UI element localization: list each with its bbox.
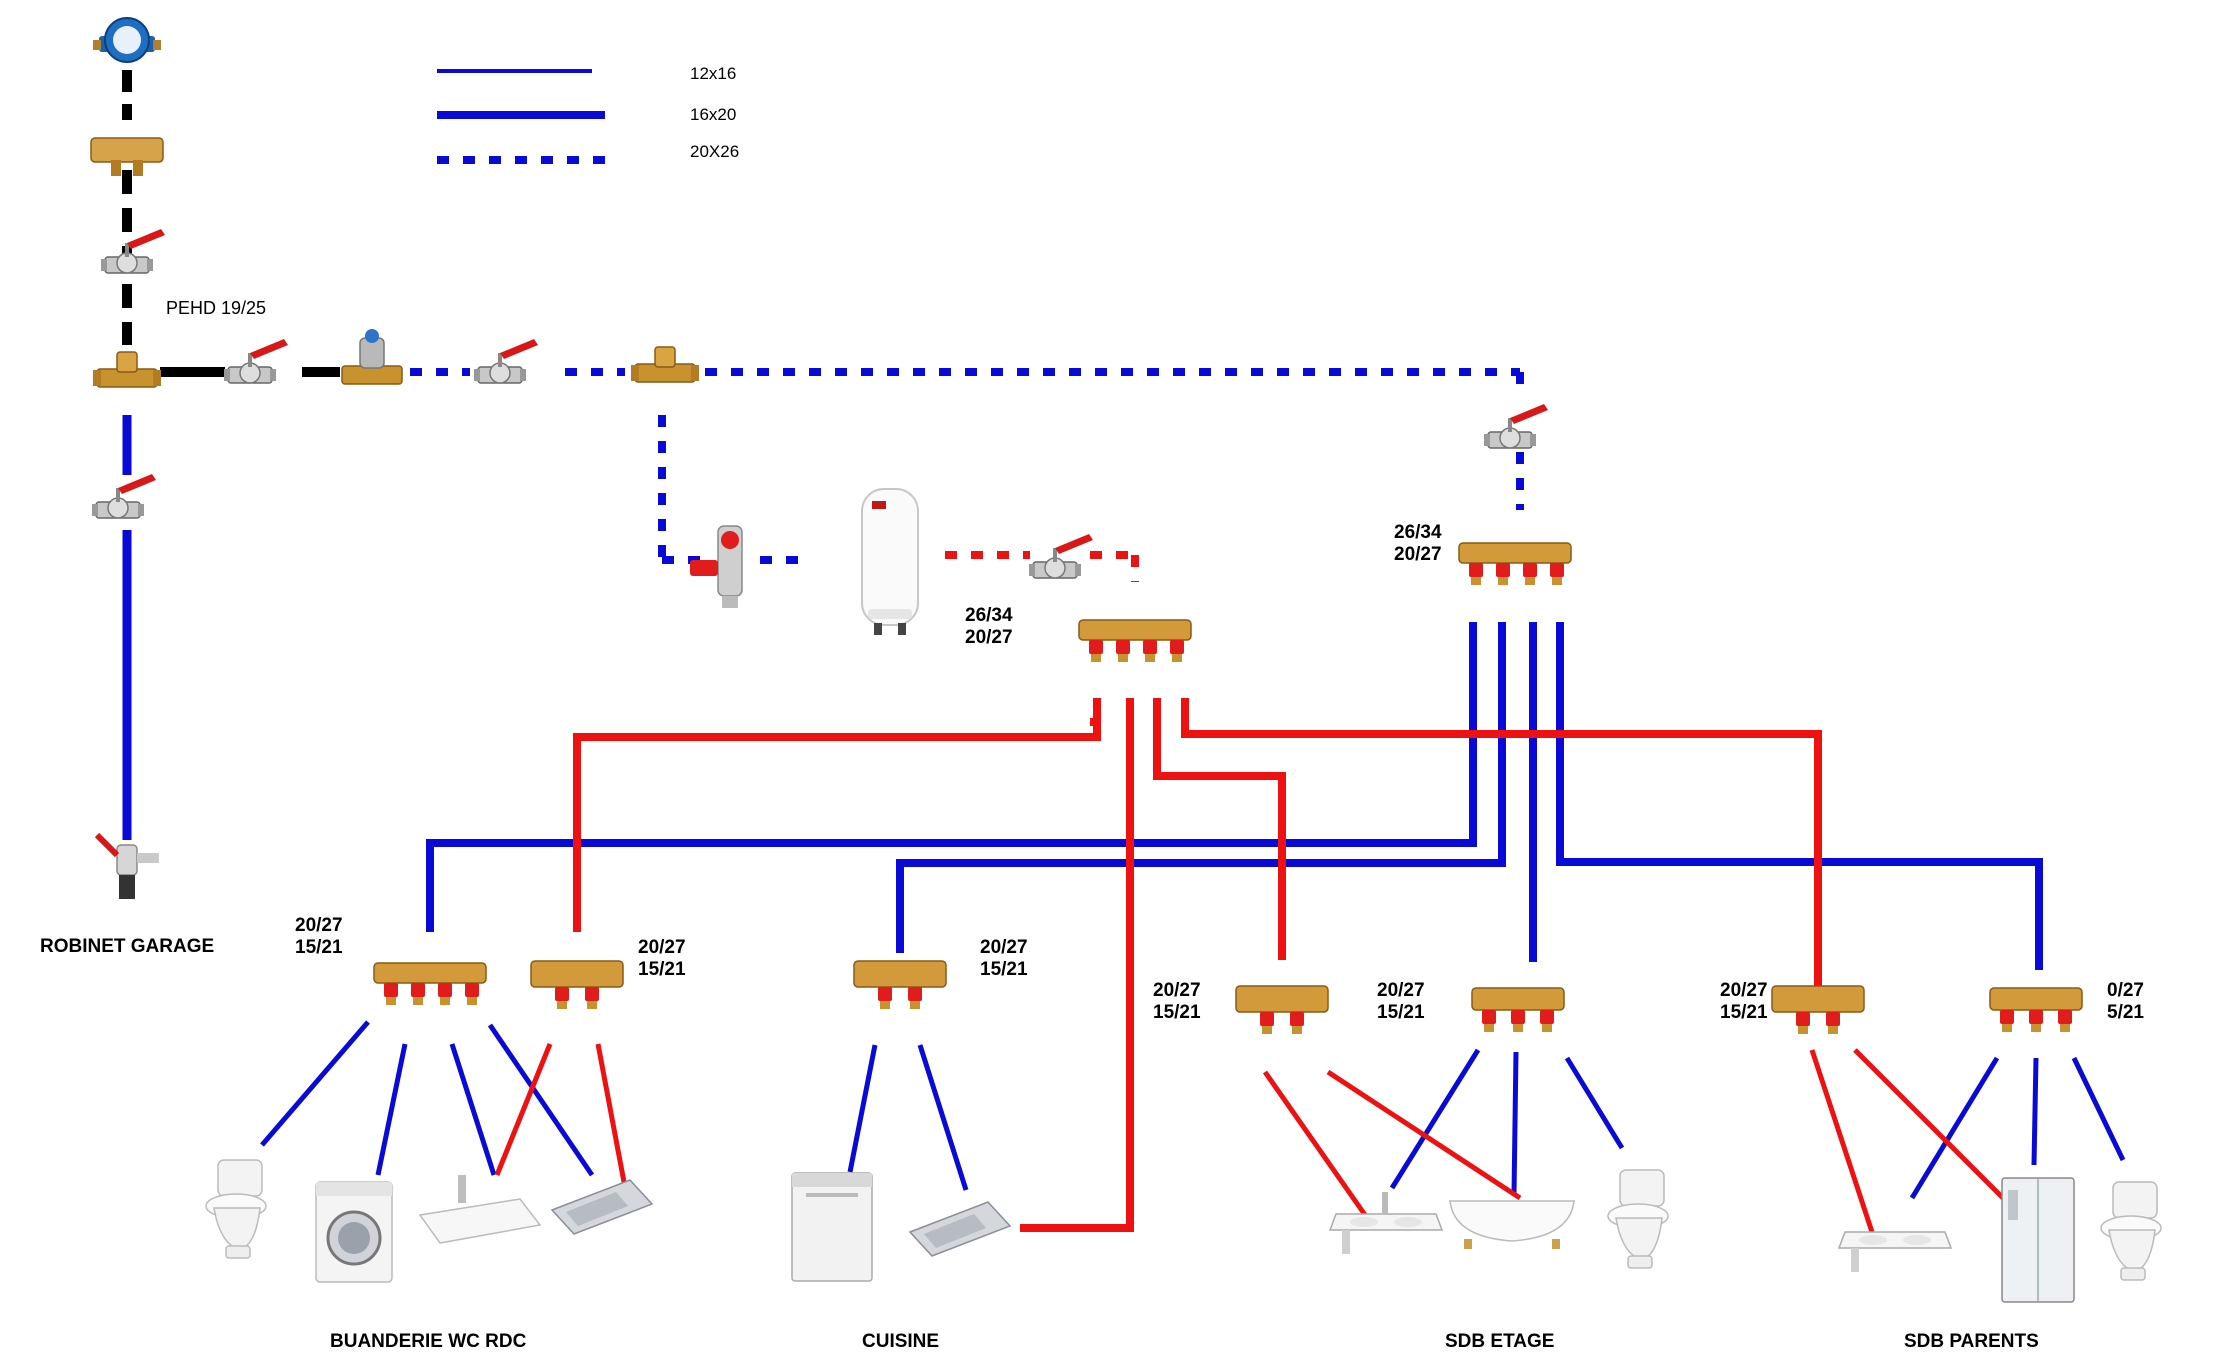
- ball-valve-icon[interactable]: [1028, 533, 1094, 579]
- manifold-icon: [1989, 987, 2083, 1033]
- manifold-icon: [1771, 985, 1865, 1035]
- legend-label-12x16: 12x16: [690, 64, 736, 83]
- water-meter-icon: [93, 17, 161, 63]
- cuisine-size-2: 15/21: [980, 959, 1028, 980]
- washing-machine-icon: [315, 1181, 393, 1283]
- sdb-parents-hot-size-1: 20/27: [1720, 980, 1768, 1001]
- manifold-icon: [530, 960, 624, 1010]
- double-washbasin-icon: [1328, 1192, 1444, 1254]
- ball-valve-icon[interactable]: [223, 338, 289, 384]
- legend-label-16x20: 16x20: [690, 105, 736, 124]
- ball-valve-icon[interactable]: [100, 228, 166, 274]
- cuisine-label: CUISINE: [862, 1331, 939, 1352]
- double-washbasin-icon: [1837, 1231, 1953, 1272]
- buanderie-label: BUANDERIE WC RDC: [330, 1331, 527, 1352]
- legend: 12x16 16x20 20X26: [437, 64, 739, 164]
- manifold-icon: [853, 960, 947, 1010]
- buanderie-hot-size-1: 20/27: [638, 937, 686, 958]
- sdb-etage-label: SDB ETAGE: [1445, 1331, 1554, 1352]
- main-supply: [122, 70, 340, 377]
- sink-icon: [908, 1201, 1012, 1257]
- hot-dotted: [945, 551, 1139, 582]
- sdb-parents-cold-size-1: 0/27: [2107, 980, 2144, 1001]
- toilet-icon: [205, 1159, 267, 1259]
- ball-valve-icon[interactable]: [91, 473, 157, 519]
- sdb-etage-hot-size-1: 20/27: [1153, 980, 1201, 1001]
- sdb-etage-cold-size-1: 20/27: [1377, 980, 1425, 1001]
- buanderie-hot-size-2: 15/21: [638, 959, 686, 980]
- pehd-label: PEHD 19/25: [166, 298, 266, 318]
- sdb-etage-cold-size-2: 15/21: [1377, 1002, 1425, 1023]
- tee-fitting-icon: [92, 351, 162, 388]
- buanderie-cold-size-2: 15/21: [295, 937, 343, 958]
- cold-pipes: [426, 622, 2043, 970]
- check-valve-icon: [90, 137, 164, 176]
- manifold-icon: [373, 962, 487, 1006]
- hot-main-size-2: 20/27: [965, 627, 1013, 648]
- fixture-hot-pipes: [494, 1043, 2032, 1233]
- hot-pipes: [573, 698, 1822, 1232]
- safety-group-icon: [690, 525, 743, 608]
- washbasin-icon: [418, 1175, 542, 1244]
- garden-tap-icon[interactable]: [94, 832, 159, 899]
- pressure-reducer-icon: [341, 329, 403, 385]
- sink-icon: [550, 1179, 654, 1235]
- cold-main-size-1: 26/34: [1394, 522, 1442, 543]
- manifold-icon: [1078, 619, 1192, 663]
- sdb-parents-hot-size-2: 15/21: [1720, 1002, 1768, 1023]
- manifold-icon: [1471, 987, 1565, 1033]
- tee-fitting-icon: [630, 346, 700, 383]
- robinet-garage-label: ROBINET GARAGE: [40, 936, 214, 957]
- ball-valve-icon[interactable]: [473, 338, 539, 384]
- fixture-cold-pipes: [260, 1020, 2126, 1200]
- toilet-icon: [1607, 1169, 1669, 1269]
- shower-cabin-icon: [2001, 1177, 2075, 1303]
- manifold-icon: [1235, 985, 1329, 1035]
- legend-label-20x26: 20X26: [690, 142, 739, 161]
- sdb-parents-label: SDB PARENTS: [1904, 1331, 2039, 1352]
- bathtub-icon: [1449, 1200, 1575, 1249]
- cuisine-size-1: 20/27: [980, 937, 1028, 958]
- ball-valve-icon[interactable]: [1483, 403, 1549, 449]
- water-heater-icon: [861, 488, 919, 635]
- dotted-distribution: [410, 368, 1524, 564]
- dishwasher-icon: [791, 1172, 873, 1282]
- buanderie-cold-size-1: 20/27: [295, 915, 343, 936]
- manifold-icon: [1458, 542, 1572, 586]
- hot-main-size-1: 26/34: [965, 605, 1013, 626]
- sdb-parents-cold-size-2: 5/21: [2107, 1002, 2144, 1023]
- toilet-icon: [2100, 1181, 2162, 1281]
- sdb-etage-hot-size-2: 15/21: [1153, 1002, 1201, 1023]
- cold-main-size-2: 20/27: [1394, 544, 1442, 565]
